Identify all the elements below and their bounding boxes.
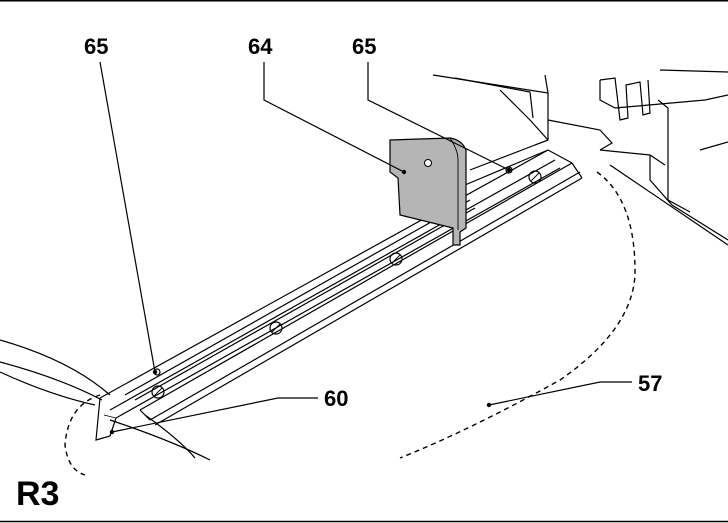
hole-icon	[505, 166, 513, 174]
screw-icon	[269, 321, 283, 335]
screw-icon	[151, 385, 165, 399]
figure-id: R3	[16, 475, 59, 513]
callout-65-left: 65	[84, 34, 108, 59]
stop-plate	[389, 137, 467, 246]
guide-rail	[95, 149, 583, 441]
leader-lines	[99, 61, 632, 435]
callout-57: 57	[638, 371, 662, 396]
callout-60: 60	[324, 386, 348, 411]
screw-icon	[528, 170, 542, 184]
machine-housing	[432, 69, 728, 246]
callout-64: 64	[248, 34, 273, 59]
callout-65-right: 65	[352, 34, 376, 59]
machine-contour-left	[0, 339, 211, 476]
hole-icon	[424, 159, 432, 167]
dashed-outline	[399, 171, 636, 459]
carriage-block	[454, 77, 549, 186]
rail-screws	[151, 166, 542, 399]
screw-icon	[389, 252, 403, 266]
